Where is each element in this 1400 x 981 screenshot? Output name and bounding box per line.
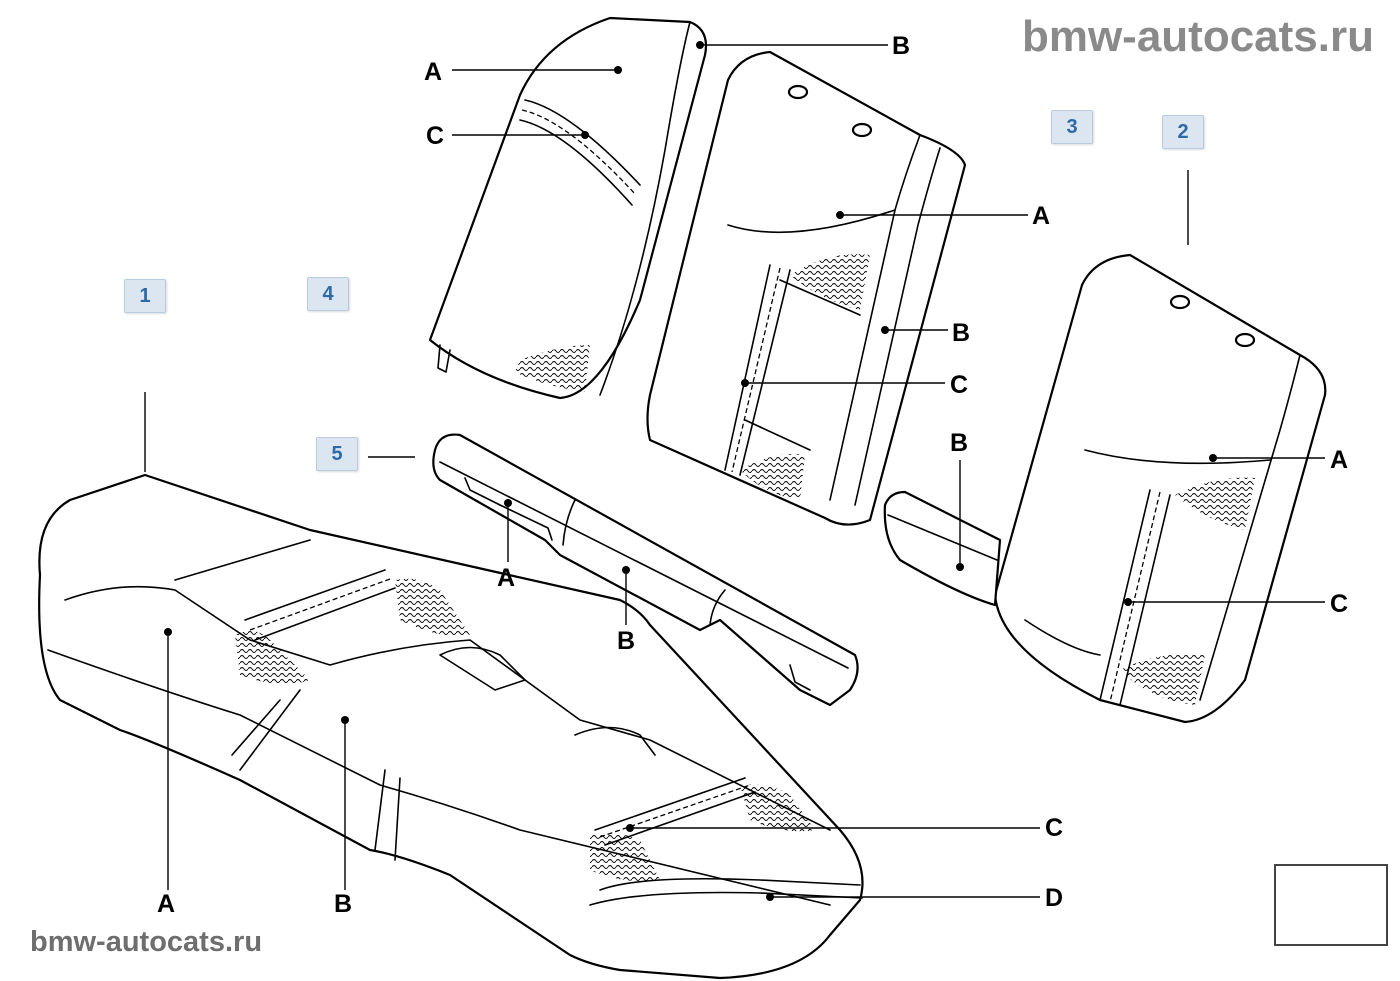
- watermark-bottom: bmw-autocats.ru: [30, 926, 263, 958]
- backrest-left: [428, 16, 708, 400]
- side-bolster-right: [883, 490, 1002, 607]
- callout-4[interactable]: 4: [307, 277, 349, 311]
- label-side-bolster-a: A: [497, 564, 516, 592]
- seat-cushion: [38, 473, 864, 980]
- label-backrest-left-c: C: [426, 122, 445, 150]
- callout-5[interactable]: 5: [316, 437, 358, 471]
- label-backrest-center-b: B: [952, 319, 971, 347]
- label-seat-cushion-b: B: [334, 890, 353, 918]
- side-trim-strip: [432, 433, 859, 707]
- label-backrest-right-c: C: [1330, 590, 1349, 618]
- label-backrest-right-a: A: [1330, 446, 1349, 474]
- label-seat-cushion-d: D: [1045, 884, 1064, 912]
- callout-3[interactable]: 3: [1051, 110, 1093, 144]
- label-seat-cushion-c: C: [1045, 814, 1064, 842]
- callout-1[interactable]: 1: [124, 279, 166, 313]
- watermark-top: bmw-autocats.ru: [1021, 12, 1374, 61]
- label-seat-cushion-a: A: [157, 890, 176, 918]
- backrest-right: [993, 253, 1327, 724]
- label-backrest-left-b: B: [892, 32, 911, 60]
- leader-lines: [144, 41, 1325, 901]
- label-backrest-center-a: A: [1032, 202, 1051, 230]
- backrest-center: [646, 50, 967, 526]
- label-backrest-center-c: C: [950, 371, 969, 399]
- label-backrest-left-a: A: [424, 58, 443, 86]
- label-trim-strip-b: B: [617, 627, 636, 655]
- callout-2[interactable]: 2: [1162, 115, 1204, 149]
- label-side-bolster-b: B: [950, 429, 969, 457]
- nav-back-button[interactable]: [1274, 864, 1388, 946]
